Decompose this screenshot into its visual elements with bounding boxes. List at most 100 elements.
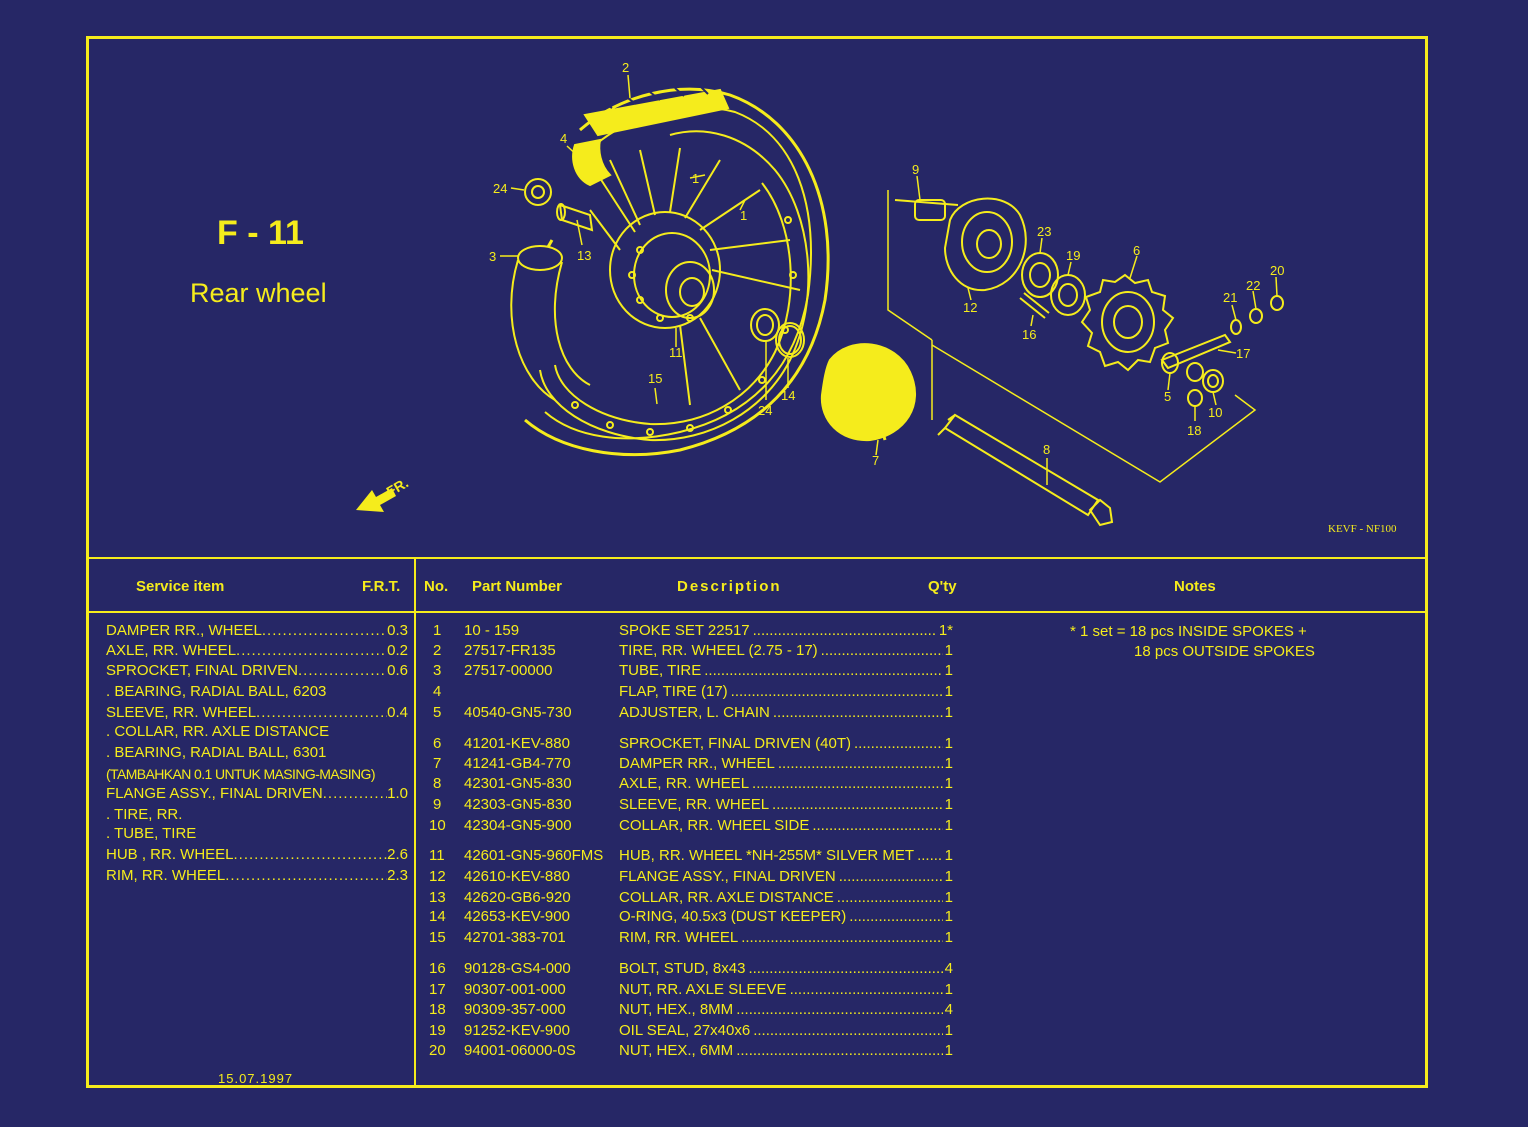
part-no: 1 xyxy=(433,622,442,639)
part-number: 42701-383-701 xyxy=(464,929,566,946)
part-number: 42620-GB6-920 xyxy=(464,889,571,906)
callout-23: 23 xyxy=(1037,224,1052,239)
service-item-row: . COLLAR, RR. AXLE DISTANCE xyxy=(106,723,330,740)
part-number: 40540-GN5-730 xyxy=(464,704,572,721)
service-item-row: . TIRE, RR. xyxy=(106,806,183,823)
service-item-row: (TAMBAHKAN 0.1 UNTUK MASING-MASING) xyxy=(106,766,375,782)
note-line: 18 pcs OUTSIDE SPOKES xyxy=(1134,643,1315,660)
header-no: No. xyxy=(424,578,449,595)
callout-19: 19 xyxy=(1066,248,1081,263)
notes: * 1 set = 18 pcs INSIDE SPOKES + 18 pcs … xyxy=(1070,622,1315,662)
callout-24a: 24 xyxy=(493,181,508,196)
axle-drawing xyxy=(937,413,1114,527)
issue-date: 15.07.1997 xyxy=(218,1071,294,1086)
part-description: NUT, HEX., 6MM1 xyxy=(619,1042,953,1060)
leader-lines xyxy=(500,74,1278,485)
service-item-row: . BEARING, RADIAL BALL, 6301 xyxy=(106,744,327,761)
callout-8: 8 xyxy=(1043,442,1051,457)
part-number: 10 - 159 xyxy=(464,622,520,639)
rim-drawing xyxy=(539,130,810,442)
callout-13: 13 xyxy=(577,248,592,263)
service-item-row: DAMPER RR., WHEEL0.3 xyxy=(106,622,408,640)
header-description: Description xyxy=(677,578,782,595)
part-description: O-RING, 40.5x3 (DUST KEEPER)1 xyxy=(619,908,953,926)
part-no: 10 xyxy=(429,817,446,834)
part-no: 7 xyxy=(433,755,442,772)
callout-1a: 1 xyxy=(692,171,700,186)
part-number: 42301-GN5-830 xyxy=(464,775,572,792)
part-no: 9 xyxy=(433,796,442,813)
callout-16: 16 xyxy=(1022,327,1037,342)
part-no: 4 xyxy=(433,683,442,700)
service-item-row: SPROCKET, FINAL DRIVEN0.6 xyxy=(106,662,408,680)
part-description: TIRE, RR. WHEEL (2.75 - 17)1 xyxy=(619,642,953,660)
figure-code: F - 11 xyxy=(217,214,304,252)
part-description: FLANGE ASSY., FINAL DRIVEN1 xyxy=(619,868,953,886)
callout-2: 2 xyxy=(622,60,630,75)
part-no: 12 xyxy=(429,868,446,885)
part-no: 13 xyxy=(429,889,446,906)
part-number: 90309-357-000 xyxy=(464,1001,566,1018)
part-description: SPROCKET, FINAL DRIVEN (40T)1 xyxy=(619,735,953,753)
part-no: 18 xyxy=(429,1001,446,1018)
part-number: 42601-GN5-960FMS xyxy=(464,847,604,864)
part-description: COLLAR, RR. AXLE DISTANCE1 xyxy=(619,889,953,907)
callout-24b: 24 xyxy=(758,403,773,418)
callout-4: 4 xyxy=(560,131,568,146)
part-number: 94001-06000-0S xyxy=(464,1042,576,1059)
part-no: 16 xyxy=(429,960,446,977)
header-notes: Notes xyxy=(1174,578,1216,595)
part-no: 5 xyxy=(433,704,442,721)
note-line: * 1 set = 18 pcs INSIDE SPOKES + xyxy=(1070,623,1307,640)
part-no: 2 xyxy=(433,642,442,659)
sheet-frame xyxy=(86,36,1428,1088)
service-item-row: . TUBE, TIRE xyxy=(106,825,197,842)
part-no: 3 xyxy=(433,662,442,679)
service-item-row: FLANGE ASSY., FINAL DRIVEN1.0 xyxy=(106,785,408,803)
callout-15: 15 xyxy=(648,371,663,386)
part-description: SPOKE SET 225171* xyxy=(619,622,953,640)
callout-20: 20 xyxy=(1270,263,1285,278)
part-number: 42304-GN5-900 xyxy=(464,817,572,834)
callout-17: 17 xyxy=(1236,346,1251,361)
part-description: SLEEVE, RR. WHEEL1 xyxy=(619,796,953,814)
diagram-divider xyxy=(86,557,1428,559)
header-qty: Q'ty xyxy=(928,578,957,595)
part-no: 14 xyxy=(429,908,446,925)
header-divider xyxy=(86,611,1428,613)
callout-5: 5 xyxy=(1164,389,1172,404)
part-description: RIM, RR. WHEEL1 xyxy=(619,929,953,947)
part-number: 41241-GB4-770 xyxy=(464,755,571,772)
callout-9: 9 xyxy=(912,162,920,177)
part-no: 8 xyxy=(433,775,442,792)
part-no: 17 xyxy=(429,981,446,998)
part-no: 20 xyxy=(429,1042,446,1059)
service-item-row: . BEARING, RADIAL BALL, 6203 xyxy=(106,683,327,700)
part-number: 42653-KEV-900 xyxy=(464,908,570,925)
part-description: HUB, RR. WHEEL *NH-255M* SILVER MET1 xyxy=(619,847,953,865)
callout-11: 11 xyxy=(669,345,683,360)
model-code: KEVF - NF100 xyxy=(1328,523,1397,535)
part-description: ADJUSTER, L. CHAIN1 xyxy=(619,704,953,722)
service-item-row: SLEEVE, RR. WHEEL0.4 xyxy=(106,704,408,722)
part-description: COLLAR, RR. WHEEL SIDE1 xyxy=(619,817,953,835)
tube-drawing xyxy=(510,239,591,401)
service-item-row: HUB , RR. WHEEL2.6 xyxy=(106,846,408,864)
header-service-item: Service item xyxy=(136,578,225,595)
part-number: 27517-FR135 xyxy=(464,642,556,659)
part-number: 42610-KEV-880 xyxy=(464,868,570,885)
front-direction-arrow xyxy=(356,488,396,512)
part-number: 27517-00000 xyxy=(464,662,553,679)
part-description: DAMPER RR., WHEEL1 xyxy=(619,755,953,773)
callout-12: 12 xyxy=(963,300,978,315)
part-no: 6 xyxy=(433,735,442,752)
figure-name: Rear wheel xyxy=(190,278,327,308)
assembly-lines xyxy=(887,190,1257,483)
part-no: 15 xyxy=(429,929,446,946)
part-no: 19 xyxy=(429,1022,446,1039)
part-description: NUT, HEX., 8MM4 xyxy=(619,1001,953,1019)
callout-6: 6 xyxy=(1133,243,1141,258)
callout-10: 10 xyxy=(1208,405,1223,420)
callout-1b: 1 xyxy=(740,208,748,223)
